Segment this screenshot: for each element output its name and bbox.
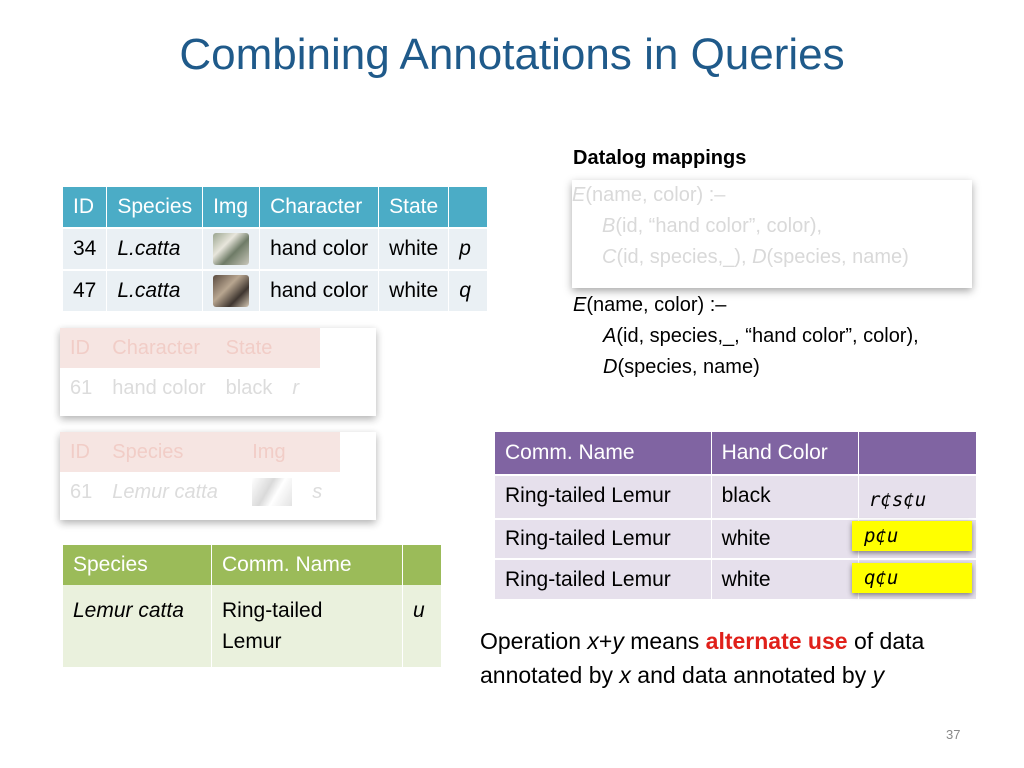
rule-line: A(id, species,_, “hand color”, color), [603, 325, 919, 347]
cell-state: white [378, 227, 450, 270]
cell-img [202, 269, 261, 311]
cell-id: 61 [70, 480, 93, 503]
cell-id: 34 [63, 227, 108, 270]
cell-hand-color: black [711, 474, 860, 519]
datalog-heading: Datalog mappings [573, 147, 747, 169]
cell-character: hand color [259, 227, 380, 270]
header-hand-color: Hand Color [711, 432, 860, 475]
header-species: Species [106, 187, 204, 228]
cell-comm-name: Ring-tailed Lemur [495, 518, 712, 559]
cell-hand-color: white [711, 518, 860, 559]
cell-annotation: r [292, 376, 300, 399]
alternate-use-emphasis: alternate use [705, 628, 848, 654]
cell-id: 61 [70, 376, 93, 399]
annotation-highlight: q¢u [852, 563, 972, 593]
datalog-rule: E(name, color) :– A(id, species,_, “hand… [573, 290, 919, 383]
header-character: Character [102, 328, 216, 368]
lemur-photo-thumbnail [213, 275, 250, 307]
faded-datalog-rule: E(name, color) :– B(id, “hand color”, co… [572, 180, 972, 288]
cell-img [202, 227, 261, 270]
header-annotation [402, 545, 442, 585]
cell-species: L.catta [106, 227, 204, 270]
header-id: ID [60, 432, 103, 472]
header-annotation [282, 328, 321, 368]
cell-character: hand color [259, 269, 380, 311]
cell-annotation: p [448, 227, 489, 270]
rule-line: C(id, species,_), D(species, name) [602, 246, 909, 268]
header-comm-name: Comm. Name [495, 432, 712, 475]
header-id: ID [60, 328, 103, 368]
lemur-photo-thumbnail [213, 233, 250, 265]
rule-line: D(species, name) [603, 356, 760, 378]
lemur-photo-thumbnail [252, 478, 293, 506]
table-header-row: Comm. Name Hand Color [495, 432, 977, 475]
cell-annotation: q [448, 269, 489, 311]
header-id: ID [63, 187, 108, 228]
table-header-row: ID Species Img [60, 432, 341, 472]
cell-state: white [378, 269, 450, 311]
header-state: State [215, 328, 283, 368]
cell-id: 47 [63, 269, 108, 311]
rule-line: B(id, “hand color”, color), [602, 215, 823, 237]
slide-title: Combining Annotations in Queries [179, 30, 845, 79]
header-img: Img [242, 432, 303, 472]
table-row: Ring-tailed Lemur black r¢s¢u [495, 474, 977, 519]
faded-table: ID Species Img 61 Lemur catta s [60, 432, 341, 512]
header-state: State [378, 187, 450, 228]
rule-line: E(name, color) :– [573, 294, 727, 316]
cell-species: Lemur catta [63, 585, 212, 667]
table-row: 61 Lemur catta s [60, 472, 340, 512]
faded-character-table: ID Character State 61 hand color black r [60, 328, 376, 416]
faded-table: ID Character State 61 hand color black r [60, 328, 321, 408]
operation-description: Operation x+y means alternate use of dat… [480, 628, 925, 688]
header-species: Species [63, 545, 212, 585]
header-annotation [858, 432, 977, 475]
cell-annotation: r¢s¢u [858, 474, 977, 519]
rule-line: E(name, color) :– [572, 184, 726, 206]
cell-annotation: u [402, 585, 442, 667]
cell-comm-name: Ring-tailed Lemur [495, 474, 712, 519]
table-header-row: ID Character State [60, 328, 321, 368]
table-row: 47 L.catta hand color white q [63, 269, 489, 311]
header-character: Character [259, 187, 380, 228]
faded-species-image-table: ID Species Img 61 Lemur catta s [60, 432, 376, 520]
header-comm-name: Comm. Name [211, 545, 403, 585]
cell-comm-name: Ring-tailed Lemur [495, 558, 712, 599]
cell-hand-color: white [711, 558, 860, 599]
table-row: 61 hand color black r [60, 368, 320, 408]
cell-annotation: s [312, 480, 323, 503]
table-row: 34 L.catta hand color white p [63, 227, 489, 270]
cell-species: L.catta [106, 269, 204, 311]
cell-img [242, 472, 302, 512]
header-annotation [448, 187, 489, 228]
annotation-highlight: p¢u [852, 521, 972, 551]
table-header-row: Species Comm. Name [63, 545, 442, 585]
common-name-table: Species Comm. Name Lemur catta Ring-tail… [63, 545, 442, 667]
cell-state: black [225, 376, 273, 399]
header-img: Img [202, 187, 261, 228]
cell-character: hand color [112, 376, 206, 399]
page-number: 37 [946, 727, 961, 742]
cell-species: Lemur catta [112, 480, 218, 503]
header-annotation [302, 432, 341, 472]
specimen-table: ID Species Img Character State 34 L.catt… [63, 187, 489, 311]
header-species: Species [102, 432, 243, 472]
table-header-row: ID Species Img Character State [63, 187, 489, 228]
